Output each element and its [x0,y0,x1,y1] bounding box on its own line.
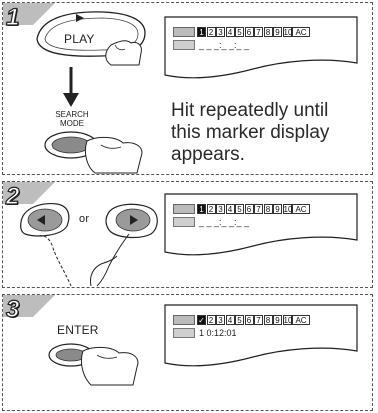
note-line-3: appears. [171,144,245,165]
marker-cell: 6 [244,315,254,325]
step-number: 1 [5,3,20,31]
time-row: _ _ _:_ _:_ _ [173,217,249,227]
marker-cell: 9 [273,204,282,214]
tv-screen [164,16,358,79]
time-readout: _ _ _:_ _:_ _ [199,217,250,227]
search-mode-button[interactable] [41,127,151,175]
marker-cell: 9 [273,27,282,37]
enter-button[interactable] [47,339,157,389]
marker-cell: 8 [263,315,273,325]
enter-label: ENTER [57,323,99,337]
marker-row: ✓ 2 3 4 5 6 7 8 9 10 AC [173,315,311,325]
marker-cell: 5 [235,315,244,325]
marker-cell: 3 [216,27,225,37]
time-icon [173,217,195,227]
search-label-line2: MODE [60,119,84,128]
marker-cell: 2 [206,27,216,37]
marker-icon [173,27,195,37]
marker-cell: 5 [235,27,244,37]
marker-cell: 5 [235,204,244,214]
marker-cell: 2 [206,204,216,214]
search-mode-label: SEARCH MODE [47,110,97,128]
time-row: 1 0:12:01 [173,328,237,338]
time-icon [173,40,195,50]
left-arrow-icon [37,215,45,225]
marker-cell: 2 [206,315,216,325]
down-arrow-icon [63,67,79,107]
marker-cell: 10 [282,315,293,325]
or-label: or [79,213,90,225]
marker-cell: 10 [282,27,293,37]
ac-cell: AC [292,204,310,214]
marker-cell: 3 [216,204,225,214]
play-button[interactable] [31,9,151,67]
marker-cell: 1 [197,27,206,37]
marker-cell: 7 [254,27,263,37]
step-1-panel: 1 PLAY SEARCH MODE Hit repeatedly until … [2,2,373,175]
step-2-panel: 2 or 1 2 3 4 5 6 7 8 9 10 AC _ [2,181,373,288]
note-line-2: this marker display [171,122,330,143]
step-number: 3 [5,295,20,323]
time-readout: _ _ _:_ _:_ _ [199,40,250,50]
step-number-bg [3,3,55,25]
note-line-1: Hit repeatedly until [171,100,329,121]
marker-cell: 4 [225,204,235,214]
marker-cell: 6 [244,27,254,37]
marker-icon [173,315,195,325]
right-arrow-icon [130,215,138,225]
marker-cell: 7 [254,204,263,214]
marker-cell: 10 [282,204,293,214]
step-number: 2 [5,182,20,210]
time-row: _ _ _:_ _:_ _ [173,40,249,50]
marker-row: 1 2 3 4 5 6 7 8 9 10 AC [173,204,311,214]
play-triangle-icon [76,14,84,22]
search-label-line1: SEARCH [55,110,89,119]
step-3-panel: 3 ENTER ✓ 2 3 4 5 6 7 8 9 10 AC 1 0:12:0… [2,294,373,411]
step-number-bg [3,295,55,317]
ac-cell: AC [292,315,310,325]
time-readout: 1 0:12:01 [199,328,237,338]
marker-cell: 4 [225,315,235,325]
marker-cell: 6 [244,204,254,214]
instruction-note: Hit repeatedly until this marker display… [171,100,329,166]
pointing-hand-icon [38,233,130,287]
marker-cell: 3 [216,315,225,325]
tv-screen [164,304,358,367]
marker-cell: 8 [263,204,273,214]
marker-cell: 9 [273,315,282,325]
ac-cell: AC [292,27,310,37]
tv-screen [164,193,358,256]
time-icon [173,328,195,338]
marker-icon [173,204,195,214]
marker-cell: 1 [197,204,206,214]
marker-cell: 4 [225,27,235,37]
step-number-bg [3,182,55,204]
checkmark-cell: ✓ [197,315,206,325]
marker-row: 1 2 3 4 5 6 7 8 9 10 AC [173,27,311,37]
play-label: PLAY [64,32,95,46]
marker-cell: 7 [254,315,263,325]
marker-cell: 8 [263,27,273,37]
